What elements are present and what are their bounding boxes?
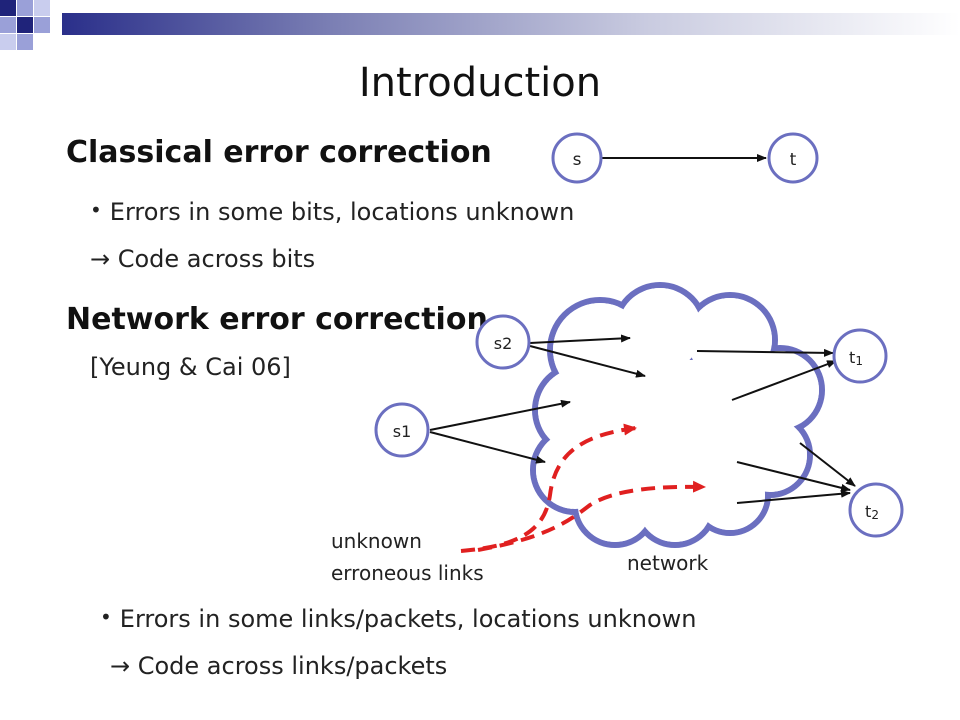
sink-t2-base: t (865, 502, 871, 521)
sink-node-t2-label: t2 (865, 502, 879, 522)
sink-t1-base: t (849, 348, 855, 367)
source-node-label: s (573, 150, 582, 170)
classical-bullet: • Errors in some bits, locations unknown (90, 198, 574, 226)
sink-t2-sub: 2 (871, 508, 879, 522)
network-label: network (627, 551, 709, 575)
network-bullet-text: Errors in some links/packets, locations … (119, 605, 697, 633)
classical-diagram: s t (551, 132, 819, 184)
network-arrow-text: → Code across links/packets (110, 652, 448, 680)
link-to-t2-b (736, 489, 851, 504)
classical-heading: Classical error correction (66, 135, 492, 170)
link-to-t1-b (731, 360, 837, 401)
error-label-line2: erroneous links (331, 561, 484, 585)
network-cloud (530, 282, 825, 548)
source-node-s (551, 132, 603, 184)
citation: [Yeung & Cai 06] (90, 353, 291, 381)
link-to-t2-a (736, 461, 851, 492)
link-s1-b (429, 431, 546, 464)
slide-title: Introduction (358, 60, 602, 106)
bullet-dot-icon: • (90, 198, 102, 222)
link-s2-a (529, 334, 631, 344)
network-bullet: • Errors in some links/packets, locations… (100, 605, 696, 633)
error-link-lower (477, 480, 706, 552)
bullet-dot-icon: • (100, 605, 112, 629)
sink-node-t1 (832, 328, 888, 384)
sink-node-t2 (848, 482, 904, 538)
error-label-line1: unknown (331, 529, 422, 553)
sink-t1-sub: 1 (855, 354, 863, 368)
header-gradient-bar (62, 13, 960, 35)
link-s2-b (529, 345, 646, 378)
classical-arrow-text: → Code across bits (90, 245, 316, 273)
link-to-t1-a (696, 348, 834, 357)
source-node-s1-label: s1 (393, 422, 412, 441)
erroneous-links (460, 423, 706, 553)
source-node-s1 (374, 402, 430, 458)
link-s1-a (429, 399, 571, 431)
sink-node-label: t (790, 150, 797, 170)
source-node-s2-label: s2 (494, 334, 513, 353)
classical-bullet-text: Errors in some bits, locations unknown (109, 198, 575, 226)
sink-node-t1-label: t1 (849, 348, 863, 368)
network-heading: Network error correction (66, 302, 488, 337)
link-to-t2-c (799, 442, 856, 487)
source-node-s2 (475, 314, 531, 370)
network-links (429, 334, 856, 504)
corner-decoration (0, 0, 62, 50)
sink-node-t (767, 132, 819, 184)
